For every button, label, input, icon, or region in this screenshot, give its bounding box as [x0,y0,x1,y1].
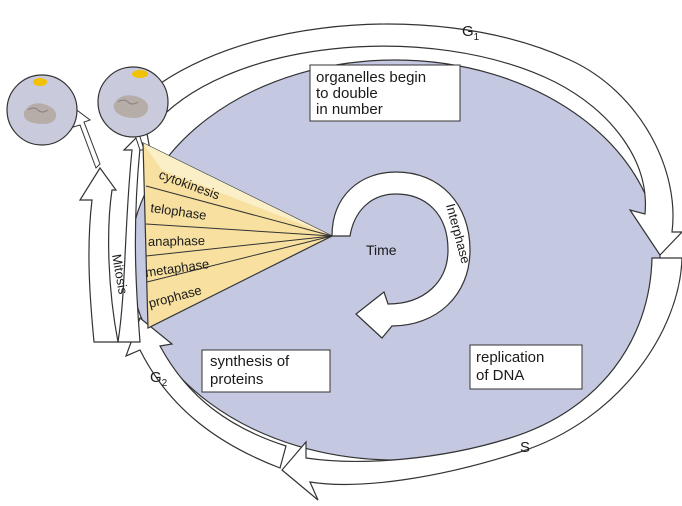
daughter-cell-icon [6,74,78,146]
g2-textbox: synthesis of proteins [201,349,331,393]
mitosis-arrow [78,166,119,343]
g1-label: G1 [462,23,480,43]
phase-divider [145,223,333,237]
phase-divider [145,235,333,257]
mitosis-wedge [142,142,334,329]
g2-label: G2 [150,369,168,389]
s-label: S [520,439,530,456]
s-textbox: replication of DNA [469,344,583,390]
mitosis-label: Mitosis [109,253,131,296]
phase-divider [146,235,333,283]
s-arrow [281,257,682,501]
g2-box-line: synthesis of [210,353,290,370]
g2-box-line: proteins [210,371,263,388]
s-box-line: replication [476,349,544,366]
arrow-to-cell-1 [69,107,101,169]
phase-label-anaphase: anaphase [148,233,205,249]
g1-arrow [118,23,682,256]
phase-divider [145,185,333,237]
g1-box-line: organelles begin [316,69,426,86]
g2-arrow [124,317,287,469]
daughter-cell-icon [97,66,169,138]
time-label: Time [366,242,397,258]
g1-textbox: organelles begin to double in number [309,64,461,122]
mitosis-arrow-branch [117,126,151,343]
s-box-line: of DNA [476,367,524,384]
g1-box-line: in number [316,101,383,118]
g1-box-line: to double [316,85,378,102]
time-ring-arrow [331,171,471,339]
